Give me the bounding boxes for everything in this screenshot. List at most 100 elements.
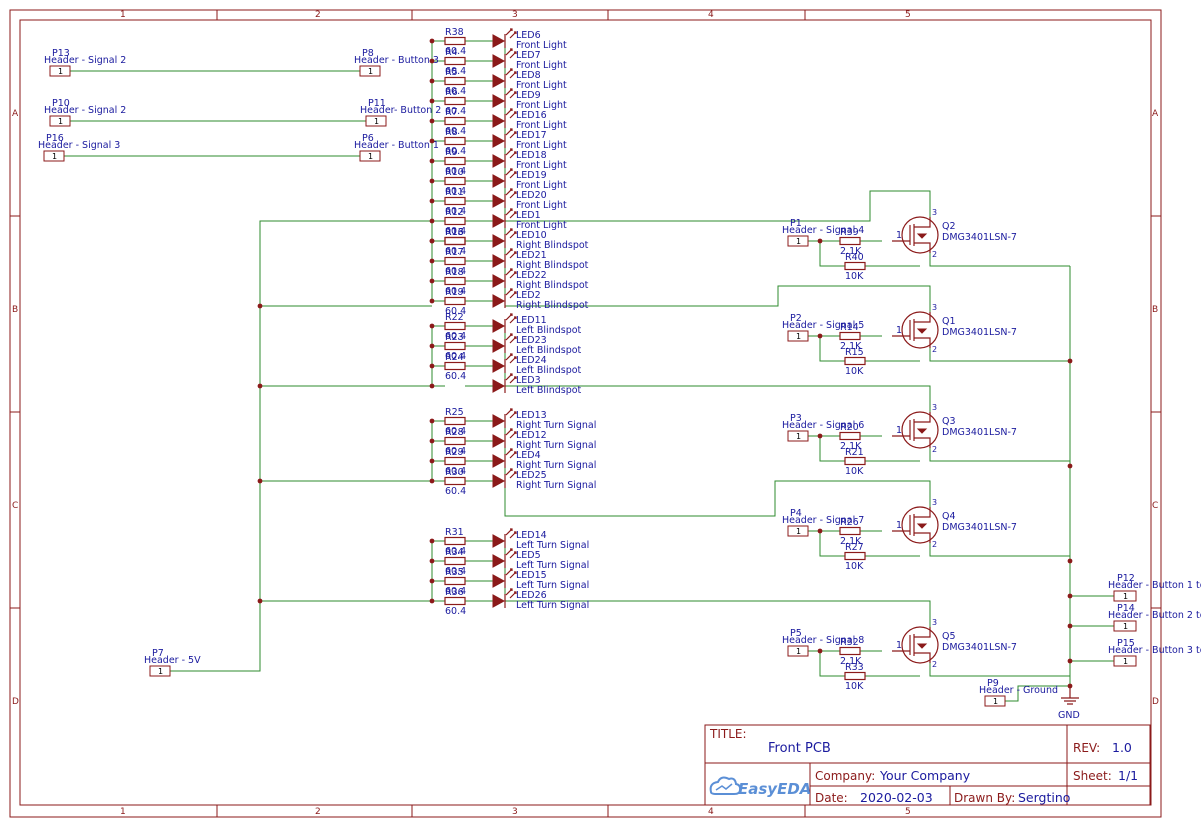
resistor-value: 2.1K [840,341,862,352]
resistor-value: 10K [845,681,864,692]
wire [1005,685,1070,702]
resistor-designator: R36 [445,587,464,598]
junction-dot [429,383,435,389]
mosfet-gate-pin: 1 [896,640,902,651]
junction-dot [257,383,263,389]
mosfet-source-pin: 2 [932,445,937,454]
led-description: Left Turn Signal [516,580,589,591]
header-pin-number: 1 [52,152,57,161]
resistor-designator: R34 [445,547,464,558]
mosfet-drain-pin: 3 [932,498,937,507]
easyeda-logo: EasyEDA [709,776,811,798]
mosfet-drain-pin: 3 [932,208,937,217]
header-name: Header - Button 1 [354,140,439,151]
wire [819,651,845,677]
header-name: Header - Signal 3 [38,140,120,151]
header-designator: P3 [790,413,802,424]
resistor-body [444,361,466,371]
mosfet-gate-pin: 1 [896,520,902,531]
junction-dot [429,298,435,304]
resistor-value: 60.4 [445,446,466,457]
led-description: Front Light [516,200,567,211]
mosfet-gate-pin: 1 [896,425,902,436]
resistor-body [839,331,861,341]
header-name: Header - Signal 7 [782,515,864,526]
resistor-body [444,176,466,186]
header-designator: P15 [1117,638,1135,649]
led-description: Left Blindspot [516,345,582,356]
resistor-designator: R20 [840,422,859,433]
resistor-value: 60.4 [445,126,466,137]
junction-dot [429,118,435,124]
resistor-body [839,646,861,656]
mosfet-body [901,411,939,449]
junction-dot [817,648,823,654]
led-designator: LED8 [516,70,541,81]
resistor-body [444,156,466,166]
header-pin-number: 1 [158,667,163,676]
led-description: Front Light [516,80,567,91]
led-triangle [492,134,506,148]
led-designator: LED9 [516,90,541,101]
header-designator: P9 [987,678,999,689]
led-description: Right Turn Signal [516,440,596,451]
wire [819,241,845,267]
led-designator: LED21 [516,250,547,261]
led-designator: LED5 [516,550,541,561]
header-name: Header - Button 3 [354,55,439,66]
resistor-body [444,321,466,331]
resistor-value: 60.4 [445,426,466,437]
mosfet-source-pin: 2 [932,540,937,549]
header-pin-number: 1 [368,67,373,76]
header-name: Header - Signal 8 [782,635,864,646]
resistor-body [444,596,466,606]
logo-text: EasyEDA [738,780,811,798]
junction-dot [429,158,435,164]
led-designator: LED12 [516,430,547,441]
resistor-body [444,436,466,446]
resistor-value: 60.4 [445,146,466,157]
wire [505,285,931,312]
junction-dot [1067,463,1073,469]
led-triangle [492,74,506,88]
resistor-value: 60.4 [445,106,466,117]
header-name: Header - 5V [144,655,201,666]
led-designator: LED17 [516,130,547,141]
zone-col-bottom: 5 [905,807,911,817]
resistor-body [444,476,466,486]
resistor-designator: R22 [445,312,464,323]
resistor-value: 60.4 [445,486,466,497]
junction-dot [1067,623,1073,629]
junction-dot [817,333,823,339]
header-pin-number: 1 [1123,622,1128,631]
header-designator: P7 [152,648,164,659]
led-emission-arrows [505,268,517,279]
resistor-value: 60.4 [445,586,466,597]
led-emission-arrows [505,313,517,324]
wire [170,220,432,672]
led-triangle [492,554,506,568]
header-pin-box [1113,590,1137,602]
resistor-value: 60.4 [445,66,466,77]
junction-dot [429,178,435,184]
zone-row-right: C [1152,501,1158,511]
led-triangle [492,339,506,353]
resistor-designator: R11 [445,187,464,198]
led-description: Left Turn Signal [516,560,589,571]
header-pin-box [365,115,387,127]
gnd-label: GND [1058,710,1080,721]
led-designator: LED19 [516,170,547,181]
led-triangle [492,294,506,308]
resistor-body [444,236,466,246]
header-name: Header - Signal 5 [782,320,864,331]
led-emission-arrows [505,528,517,539]
resistor-designator: R38 [445,27,464,38]
led-triangle [492,454,506,468]
mosfet-drain-pin: 3 [932,303,937,312]
resistor-body [444,96,466,106]
junction-dot [429,578,435,584]
mosfet-leads [914,217,931,253]
header-pin-number: 1 [796,237,801,246]
junction-dot [429,138,435,144]
junction-dot [817,238,823,244]
